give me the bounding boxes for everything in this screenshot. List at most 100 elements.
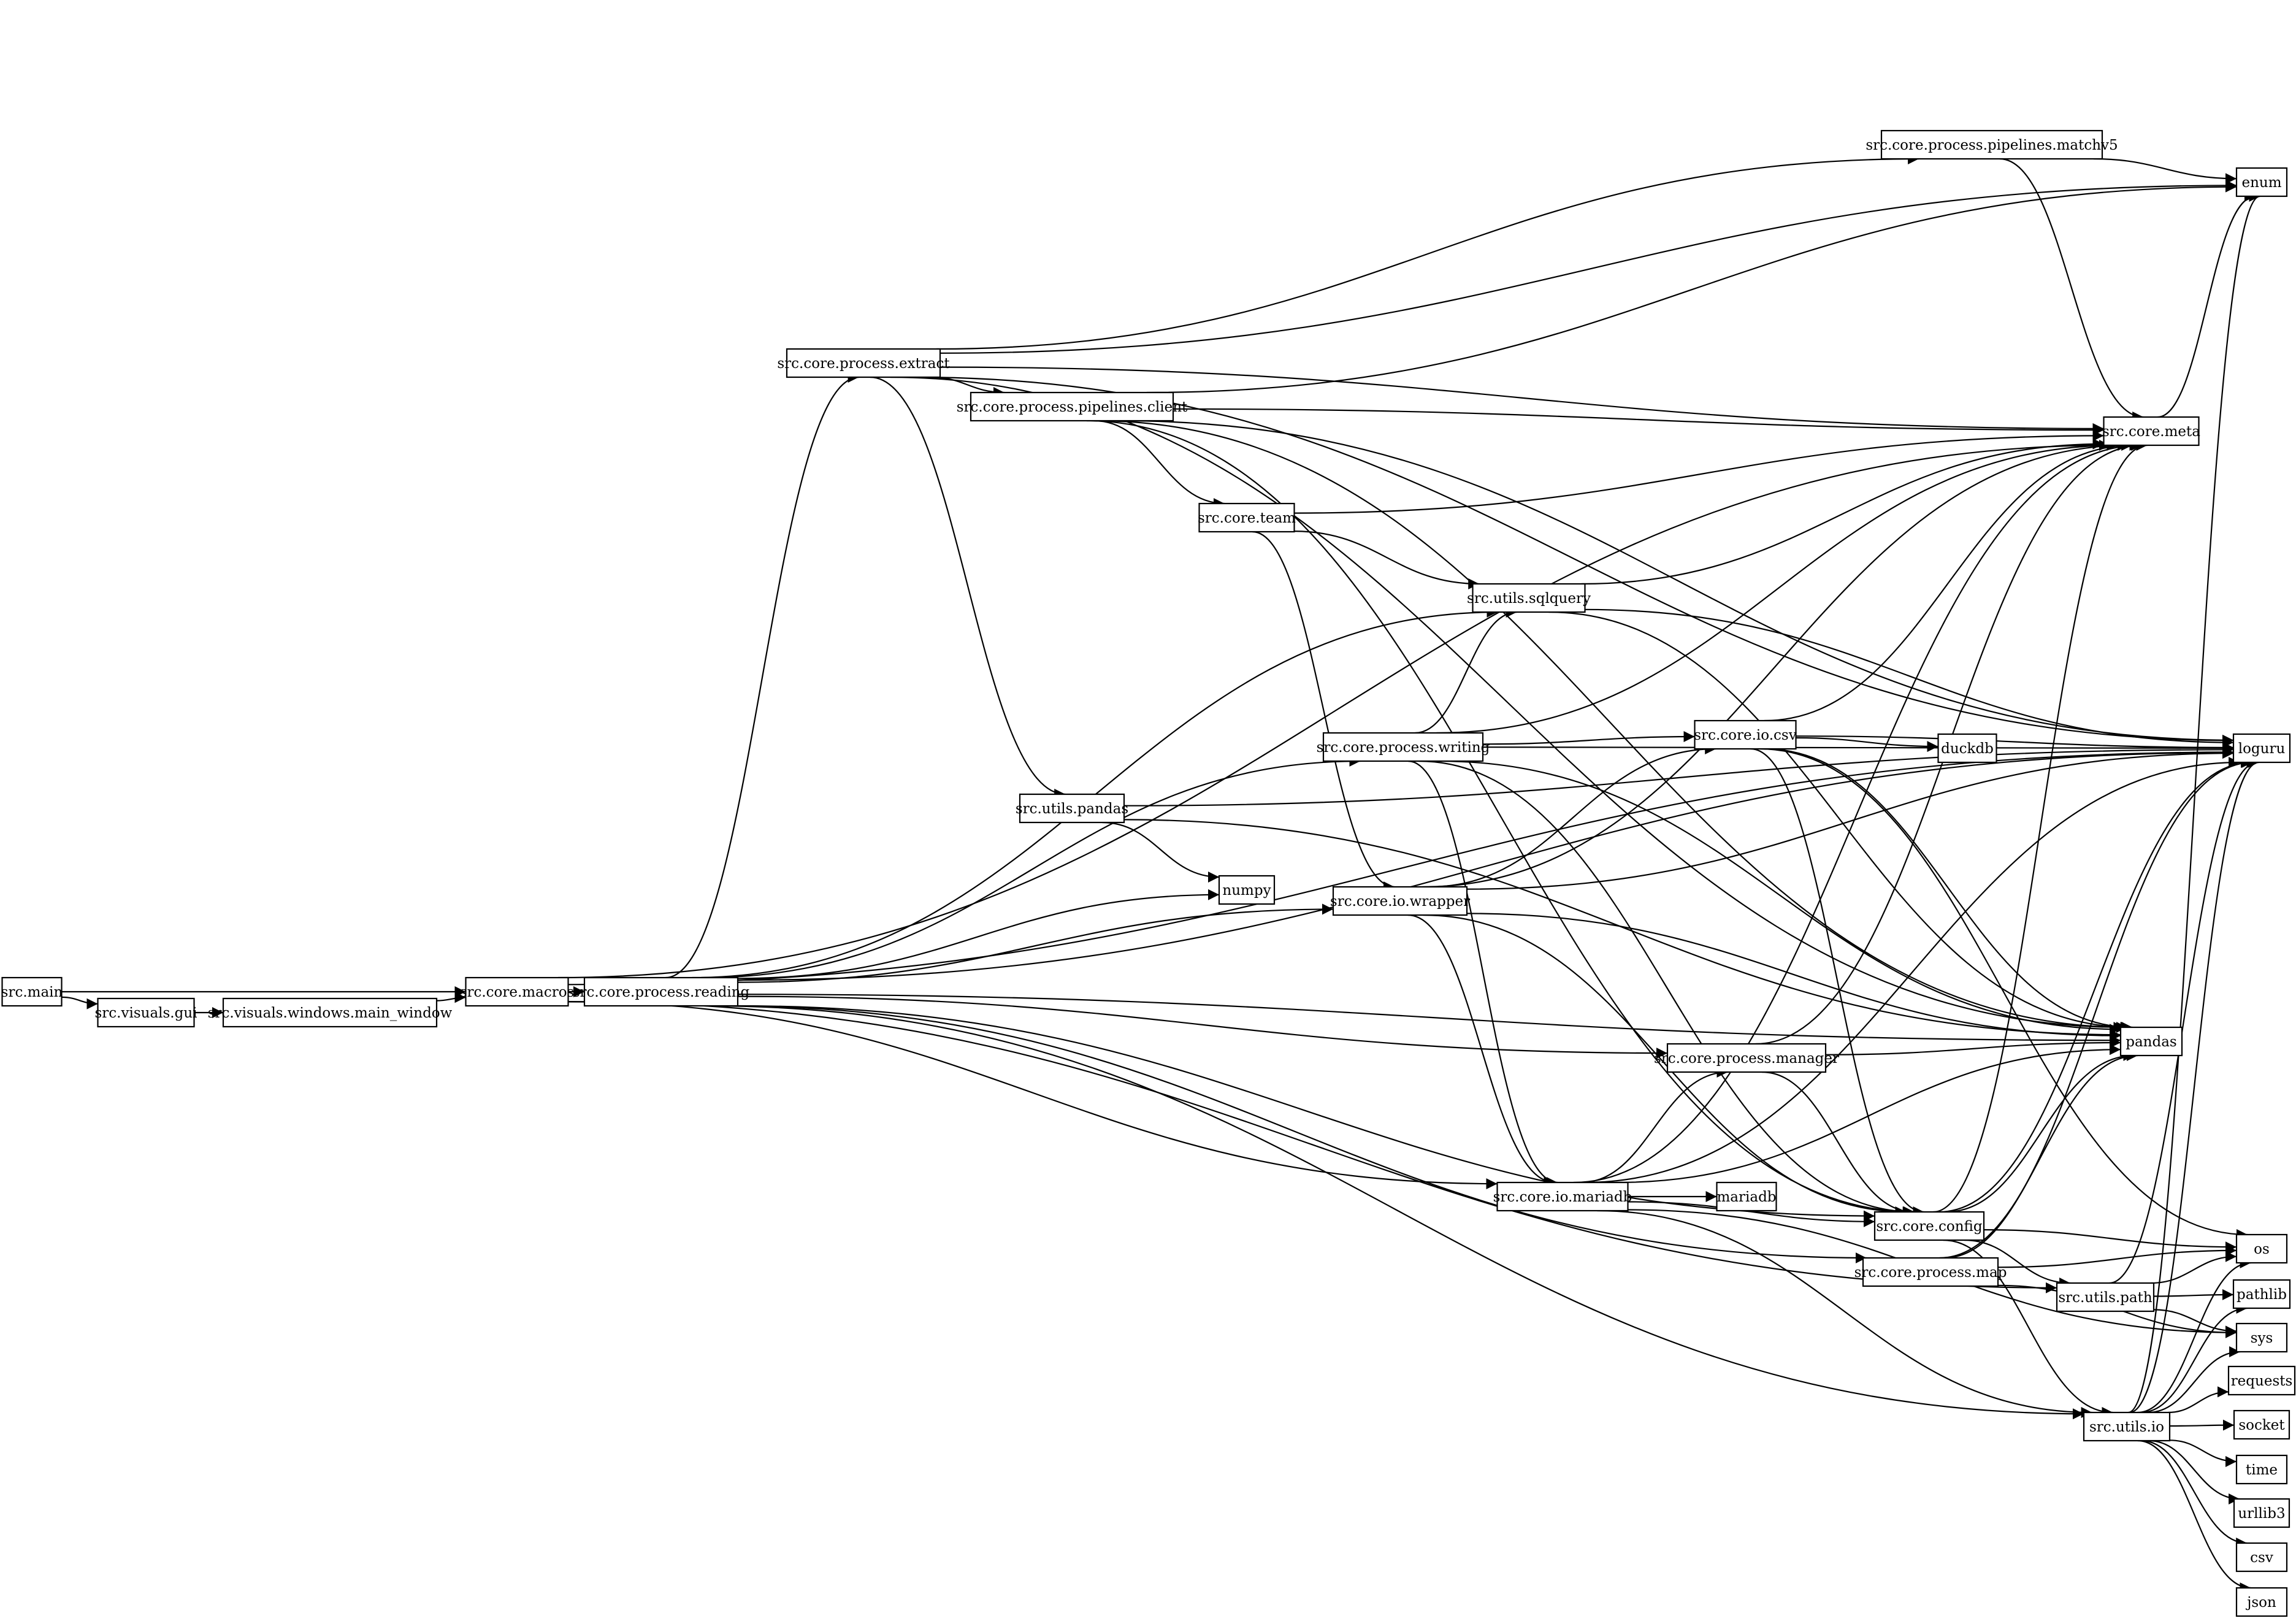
edge-src-utils-io-to-requests	[2168, 1386, 2229, 1414]
node-box	[2056, 1282, 2155, 1313]
node-src-utils-pandas: src.utils.pandas	[1016, 793, 1128, 824]
node-urllib3: urllib3	[2233, 1498, 2290, 1528]
edge-src-core-macros-to-loguru	[568, 746, 2234, 986]
edge-src-core-process-extract-to-enum	[939, 180, 2237, 354]
node-pandas: pandas	[2119, 1026, 2183, 1057]
edge-src-core-team-to-src-core-meta	[1294, 430, 2104, 514]
edge-src-core-process-extract-to-src-utils-pandas	[870, 376, 1066, 800]
node-box	[2233, 1498, 2290, 1528]
node-src-core-team: src.core.team	[1198, 502, 1296, 533]
edge-src-core-process-pipelines-matchv5-to-src-core-meta	[1999, 158, 2144, 423]
edge-src-core-process-reading-to-src-core-config	[737, 1005, 1875, 1222]
node-label: src.visuals.gui	[94, 1005, 197, 1021]
node-box	[1862, 1257, 1999, 1287]
node-box	[1218, 875, 1276, 905]
edge-src-core-config-to-pandas	[1946, 1050, 2135, 1213]
node-label: src.core.process.reading	[573, 984, 750, 1000]
edge-src-core-io-wrapper-to-src-core-config	[1423, 914, 1907, 1217]
node-label: socket	[2238, 1417, 2285, 1433]
node-src-core-meta: src.core.meta	[2102, 416, 2200, 446]
node-src-core-process-extract: src.core.process.extract	[777, 348, 950, 378]
node-requests: requests	[2227, 1365, 2296, 1396]
node-box	[1322, 732, 1484, 762]
edge-src-core-process-writing-to-loguru	[1482, 742, 2234, 754]
node-src-core-io-csv: src.core.io.csv	[1694, 719, 1797, 750]
node-box	[1019, 793, 1125, 824]
node-pathlib: pathlib	[2232, 1279, 2291, 1309]
node-src-core-config: src.core.config	[1873, 1211, 1985, 1241]
edge-src-utils-pandas-to-numpy	[1102, 821, 1220, 883]
node-box	[583, 976, 739, 1007]
edge-src-core-io-mariadb-to-src-core-config	[1628, 1201, 1875, 1227]
edge-src-utils-path-to-pathlib	[2153, 1289, 2234, 1300]
edge-src-core-config-to-os	[1983, 1229, 2237, 1253]
edge-src-core-process-pipelines-matchv5-to-enum	[2093, 158, 2237, 185]
node-mariadb: mariadb	[1716, 1181, 1777, 1212]
node-label: src.utils.io	[2089, 1419, 2164, 1435]
node-box	[97, 997, 195, 1028]
node-label: src.core.team	[1198, 510, 1296, 526]
node-sys: sys	[2235, 1322, 2288, 1353]
node-label: enum	[2241, 175, 2281, 191]
node-label: json	[2245, 1595, 2276, 1611]
edge-src-core-process-reading-to-pandas	[737, 994, 2121, 1046]
node-socket: socket	[2233, 1409, 2290, 1440]
edge-src-utils-io-to-pathlib	[2141, 1303, 2248, 1414]
edge-src-utils-io-to-os	[2137, 1257, 2251, 1414]
edge-src-core-meta-to-enum	[2157, 191, 2256, 418]
edge-src-core-process-pipelines-client-to-src-core-config	[1087, 420, 1915, 1217]
node-src-core-io-mariadb: src.core.io.mariadb	[1493, 1181, 1632, 1212]
edge-src-utils-io-to-json	[2137, 1439, 2251, 1593]
edges-layer	[61, 153, 2260, 1593]
node-box	[1716, 1181, 1777, 1212]
node-src-core-process-map: src.core.process.map	[1854, 1257, 2007, 1287]
edge-src-utils-io-to-time	[2169, 1439, 2237, 1467]
node-box	[1, 976, 63, 1007]
edge-src-core-process-map-to-loguru	[1939, 757, 2253, 1259]
node-label: duckdb	[1941, 741, 1994, 757]
node-box	[1472, 583, 1586, 613]
edge-src-utils-sqlquery-to-pandas	[1548, 611, 2132, 1033]
edge-src-core-process-pipelines-client-to-src-core-meta	[1173, 408, 2104, 436]
node-src-core-process-pipelines-client: src.core.process.pipelines.client	[957, 391, 1188, 422]
node-time: time	[2235, 1454, 2288, 1485]
node-src-core-io-wrapper: src.core.io.wrapper	[1330, 886, 1470, 916]
node-label: src.core.process.pipelines.client	[957, 399, 1188, 415]
edge-src-core-process-pipelines-client-to-enum	[1146, 181, 2237, 394]
edge-src-core-team-to-src-core-io-wrapper	[1252, 531, 1395, 892]
node-box	[2235, 167, 2288, 197]
node-label: src.core.process.writing	[1317, 740, 1490, 756]
edge-src-utils-io-to-socket	[2169, 1419, 2235, 1431]
edge-src-core-process-writing-to-src-utils-sqlquery	[1415, 607, 1517, 734]
edge-src-utils-path-to-os	[2151, 1251, 2237, 1284]
node-label: src.utils.sqlquery	[1467, 591, 1591, 607]
edge-src-core-io-mariadb-to-src-core-process-manager	[1581, 1067, 1728, 1184]
node-os: os	[2235, 1233, 2288, 1264]
edge-src-core-io-mariadb-to-src-core-meta	[1573, 440, 2141, 1184]
node-box	[2232, 1279, 2291, 1309]
node-box	[786, 348, 941, 378]
edge-src-core-macros-to-src-core-io-mariadb	[568, 1001, 1498, 1190]
node-box	[2235, 1454, 2288, 1485]
edge-src-core-macros-to-src-utils-path	[568, 1001, 2057, 1293]
edge-src-core-io-csv-to-loguru	[1796, 735, 2234, 753]
node-src-utils-path: src.utils.path	[2056, 1282, 2155, 1313]
edge-src-core-process-writing-to-src-core-config	[1418, 760, 1914, 1217]
node-box	[2233, 1409, 2290, 1440]
node-duckdb: duckdb	[1937, 733, 1997, 764]
node-label: src.core.meta	[2102, 424, 2200, 440]
edge-src-core-process-pipelines-client-to-src-core-team	[1094, 420, 1225, 509]
node-src-core-process-writing: src.core.process.writing	[1317, 732, 1490, 762]
edge-src-core-process-manager-to-pandas	[1825, 1037, 2121, 1056]
edge-src-core-io-wrapper-to-src-core-meta	[1422, 440, 2129, 888]
node-numpy: numpy	[1218, 875, 1276, 905]
node-label: numpy	[1222, 883, 1271, 899]
edge-src-core-io-csv-to-src-core-meta	[1764, 440, 2133, 722]
node-src-main: src.main	[1, 976, 63, 1007]
edge-src-core-io-mariadb-to-src-utils-io	[1597, 1209, 2092, 1418]
node-box	[1937, 733, 1997, 764]
node-label: src.core.config	[1876, 1219, 1983, 1235]
node-box	[1666, 1043, 1827, 1073]
node-box	[2227, 1365, 2296, 1396]
node-box	[1496, 1181, 1629, 1212]
